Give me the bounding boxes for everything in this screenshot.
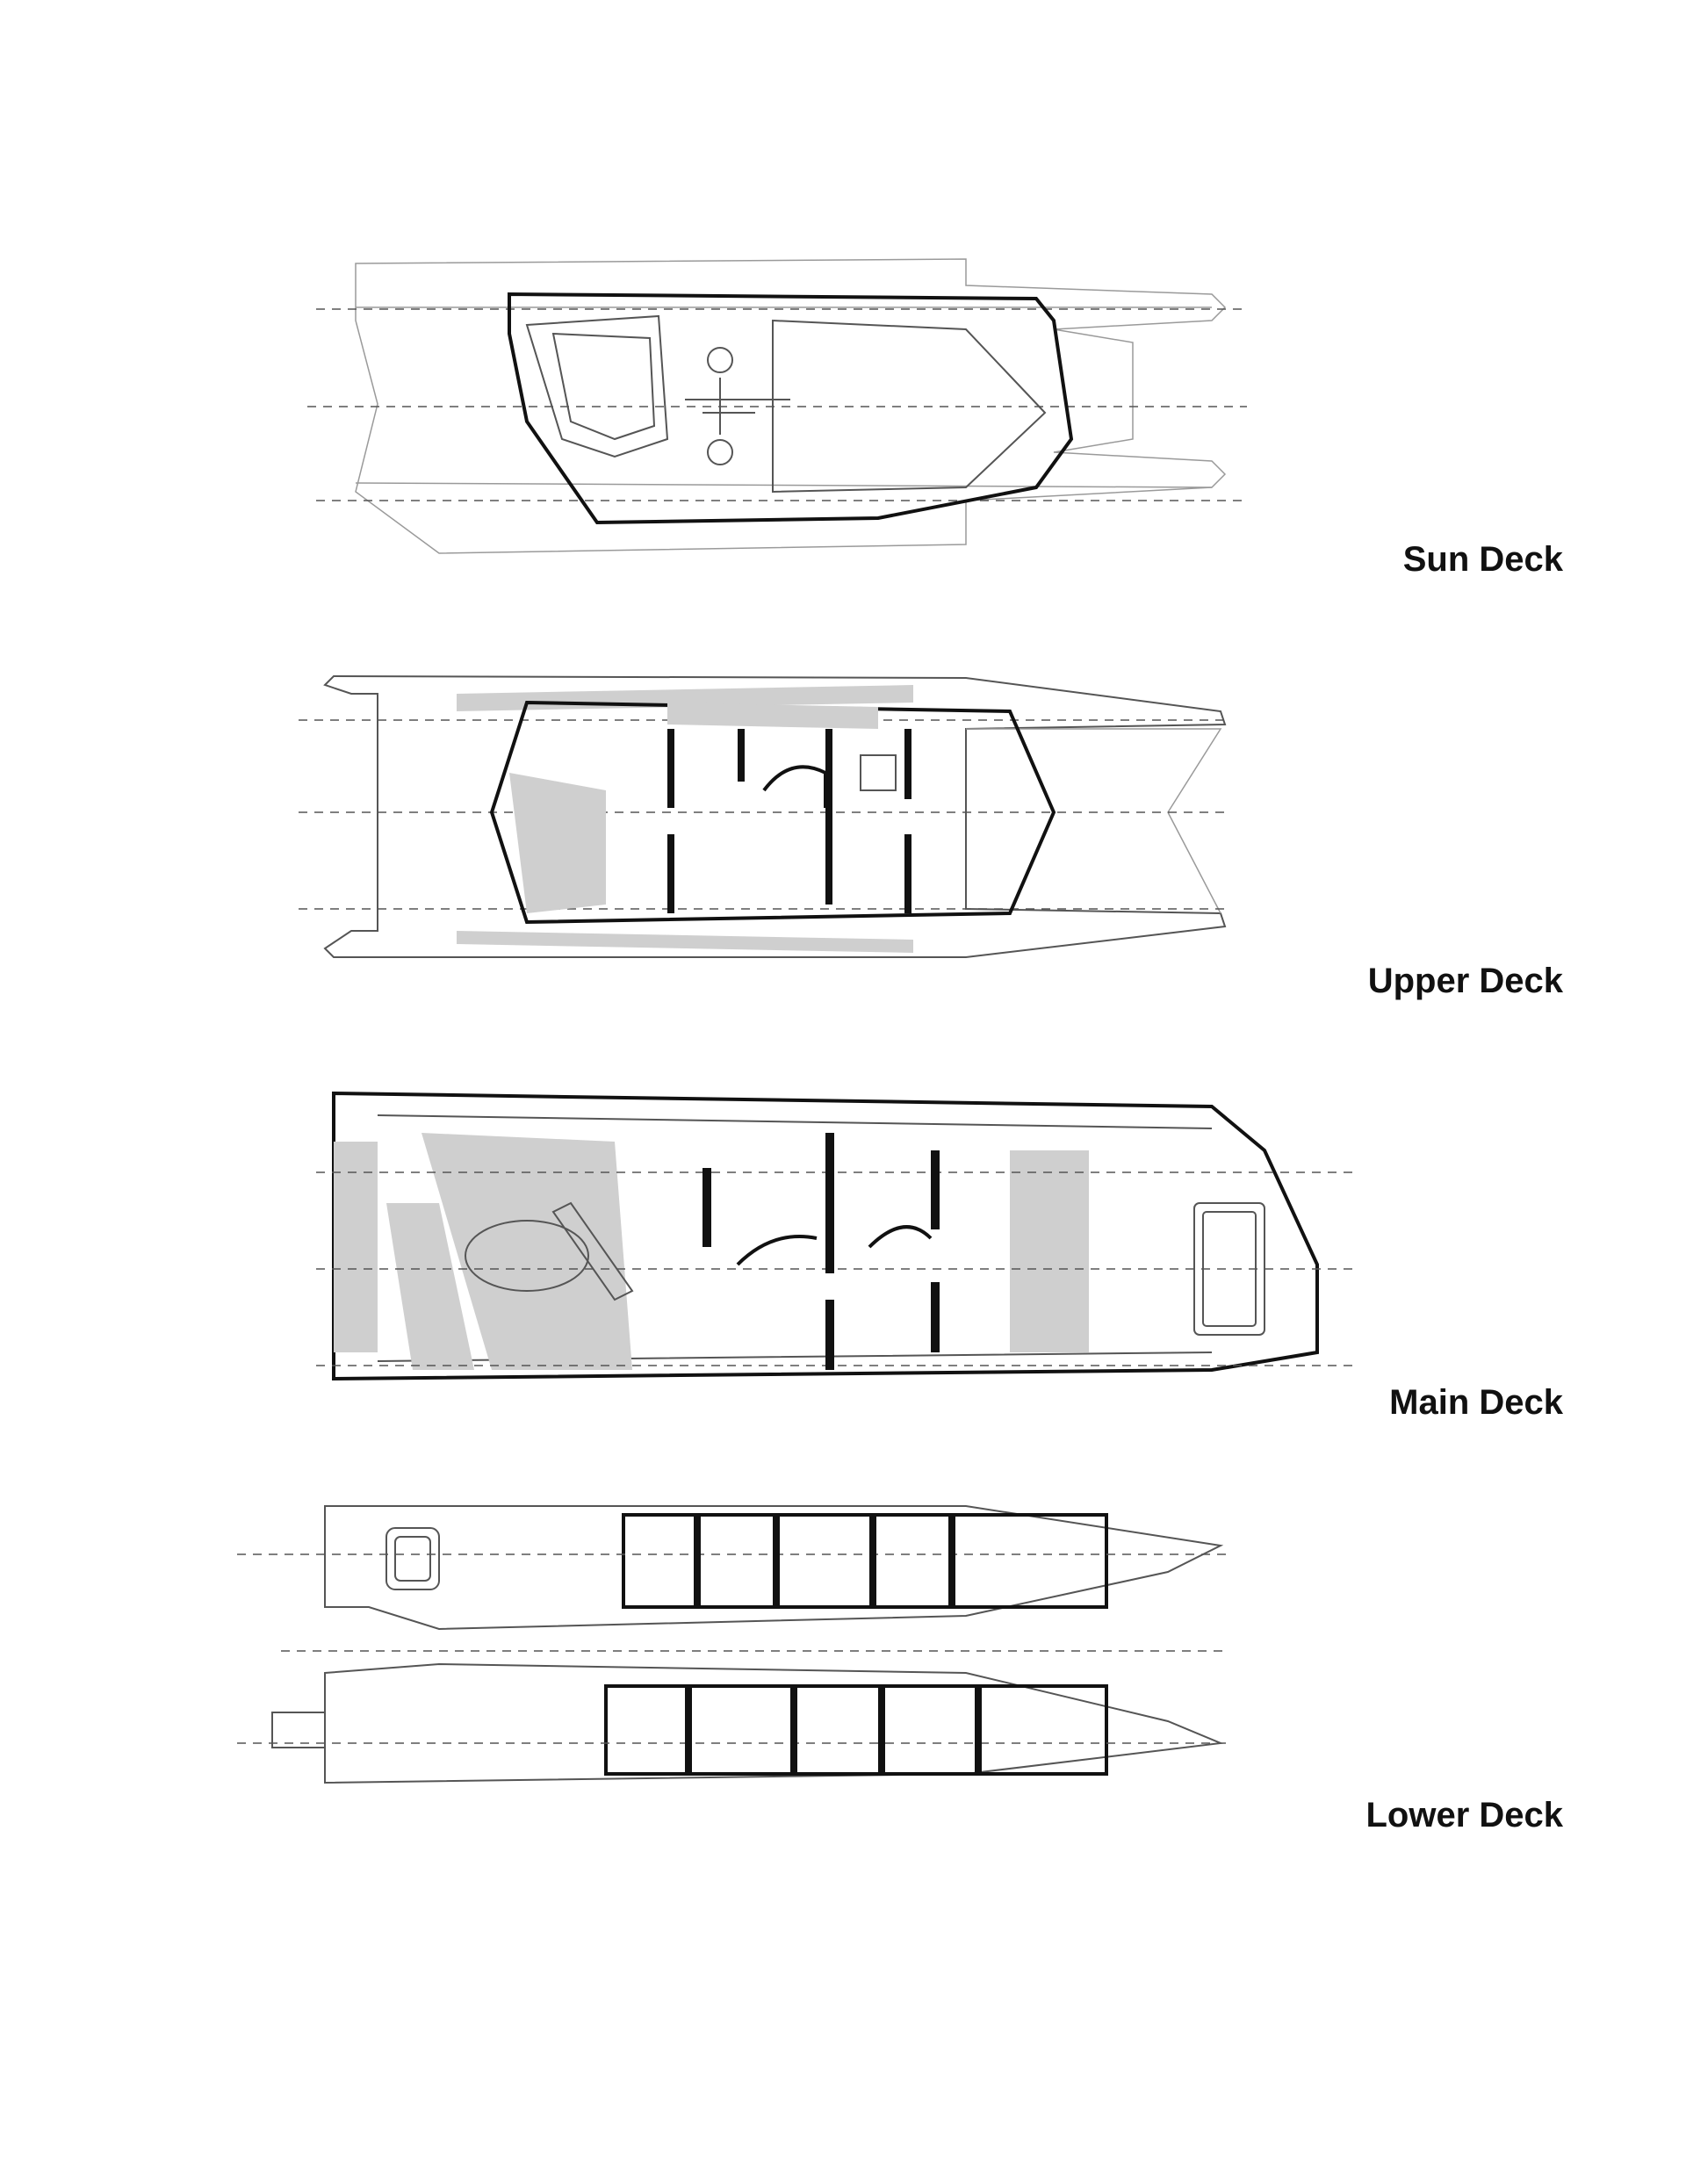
upper-deck-interior-walls — [667, 729, 911, 913]
main-deck-pool — [1193, 1202, 1265, 1336]
main-deck-interior-walls — [702, 1133, 940, 1370]
main-deck-label: Main Deck — [1389, 1383, 1563, 1422]
sun-deck-hull-outline — [355, 258, 1227, 554]
lower-deck-centerlines — [237, 1553, 1229, 1744]
lower-deck-cabin-walls — [685, 1515, 982, 1774]
lower-deck-tender-garage — [271, 1527, 440, 1748]
upper-deck-saloon — [489, 700, 1056, 925]
sun-deck-centerlines — [307, 308, 1247, 501]
lower-deck-port-hull — [324, 1505, 1224, 1631]
sun-deck-label: Sun Deck — [1402, 540, 1563, 579]
sun-deck-superstructure — [508, 292, 1074, 525]
lower-deck-starboard-hull — [324, 1662, 1224, 1784]
main-deck-hull-outline — [332, 1091, 1319, 1381]
main-deck-dining — [465, 1201, 634, 1301]
lower-deck-label: Lower Deck — [1365, 1796, 1563, 1834]
sun-deck-helm — [685, 347, 790, 465]
upper-deck-label: Upper Deck — [1367, 962, 1563, 1000]
